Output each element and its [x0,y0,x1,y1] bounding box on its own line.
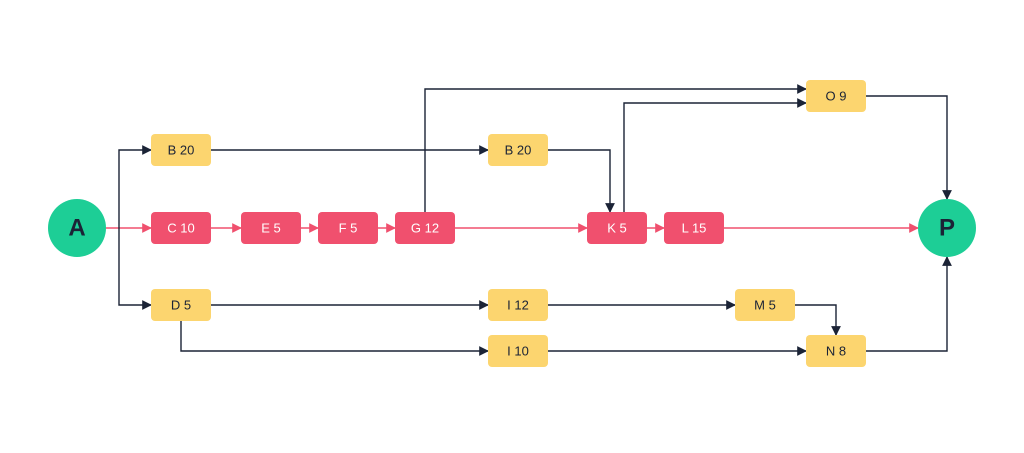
end-node-label: P [939,214,955,241]
activity-label: I 10 [507,343,529,358]
end-node-circle [918,199,976,257]
activity-label: E 5 [261,220,281,235]
activity-box [151,134,211,166]
activity-node-i10: I 10 [488,335,548,367]
activity-box [806,80,866,112]
edge-a-to-d [118,228,152,310]
edge-n-to-p [866,256,952,352]
activity-label: F 5 [339,220,358,235]
activity-label: B 20 [168,142,195,157]
activity-box [735,289,795,321]
activity-node-i12: I 12 [488,289,548,321]
activity-node-b1: B 20 [151,134,211,166]
activity-label: O 9 [826,88,847,103]
activity-node-f: F 5 [318,212,378,244]
edge-b2-to-k [548,149,615,213]
activity-label: N 8 [826,343,846,358]
start-node-a: A [48,199,106,257]
activity-box [241,212,301,244]
activity-node-d: D 5 [151,289,211,321]
start-node-circle [48,199,106,257]
activity-box [488,134,548,166]
activity-node-g: G 12 [395,212,455,244]
edge-k-to-o [623,98,807,212]
activity-node-k: K 5 [587,212,647,244]
activity-label: M 5 [754,297,776,312]
activity-node-m: M 5 [735,289,795,321]
edge-m-to-n [795,304,841,336]
activity-label: D 5 [171,297,191,312]
nodes-layer: A P B 20 C 10 D 5 E 5 F 5 G 12 B 20 I 12 I 10 K 5 L … [48,80,976,367]
activity-label: K 5 [607,220,627,235]
activity-box [587,212,647,244]
edges-layer [106,84,952,356]
edge-a-to-b1 [118,145,152,228]
activity-node-n: N 8 [806,335,866,367]
end-node-p: P [918,199,976,257]
activity-node-c: C 10 [151,212,211,244]
activity-node-l: L 15 [664,212,724,244]
activity-node-e: E 5 [241,212,301,244]
activity-box [395,212,455,244]
edge-d-to-i10 [180,321,489,356]
activity-node-o: O 9 [806,80,866,112]
activity-box [488,289,548,321]
activity-box [806,335,866,367]
activity-node-b2: B 20 [488,134,548,166]
activity-box [151,212,211,244]
activity-label: I 12 [507,297,529,312]
edge-o-to-p [866,95,952,200]
activity-box [151,289,211,321]
activity-label: C 10 [167,220,194,235]
edge-g-to-o [424,84,807,212]
start-node-label: A [68,214,85,241]
activity-label: B 20 [505,142,532,157]
activity-label: G 12 [411,220,439,235]
activity-box [488,335,548,367]
activity-label: L 15 [682,220,707,235]
activity-box [318,212,378,244]
activity-box [664,212,724,244]
